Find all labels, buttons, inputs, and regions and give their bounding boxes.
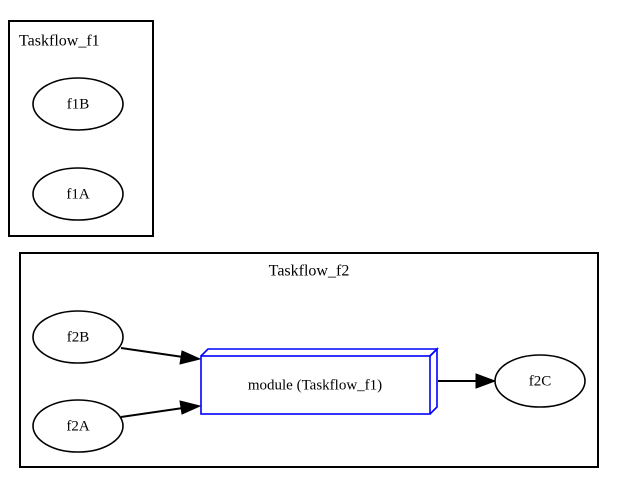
node-f2A-label: f2A <box>66 418 89 434</box>
node-f1A-label: f1A <box>66 186 89 202</box>
node-module-taskflow-f1[interactable]: module (Taskflow_f1) <box>200 347 439 415</box>
node-f2B-label: f2B <box>67 329 90 345</box>
node-f2B[interactable]: f2B <box>32 310 124 364</box>
edge-f2B-to-module-line <box>120 347 184 358</box>
cluster-taskflow-f2-border <box>19 252 599 468</box>
edge-f2A-to-module-line <box>120 407 184 418</box>
node-f1B-shape[interactable] <box>32 77 124 131</box>
node-f2A-shape[interactable] <box>32 399 124 453</box>
node-f2C-label: f2C <box>529 373 552 389</box>
edge-f2B-to-module-arrowhead <box>179 350 202 365</box>
cluster-taskflow-f2-label: Taskflow_f2 <box>269 263 350 280</box>
edge-f2A-to-module <box>120 400 202 418</box>
node-f1A[interactable]: f1A <box>32 167 124 221</box>
node-f2A[interactable]: f2A <box>32 399 124 453</box>
node-f1B-label: f1B <box>67 96 90 112</box>
node-module-label: module (Taskflow_f1) <box>248 377 382 393</box>
cluster-taskflow-f1-border <box>8 20 154 237</box>
node-module-front-face[interactable] <box>200 355 431 415</box>
cluster-taskflow-f2: Taskflow_f2 f2B f2A <box>19 252 599 468</box>
edge-f2A-to-module-arrowhead <box>179 400 202 415</box>
node-f1A-shape[interactable] <box>32 167 124 221</box>
node-f2B-shape[interactable] <box>32 310 124 364</box>
node-f2C[interactable]: f2C <box>494 354 586 408</box>
node-f1B[interactable]: f1B <box>32 77 124 131</box>
edge-module-to-f2C <box>438 373 497 389</box>
edge-f2B-to-module <box>120 347 202 365</box>
node-module-right-face <box>429 347 438 415</box>
node-module-top-face <box>200 348 439 357</box>
node-f2C-shape[interactable] <box>494 354 586 408</box>
edge-module-to-f2C-arrowhead <box>475 373 497 389</box>
cluster-taskflow-f1: Taskflow_f1 f1B f1A <box>8 20 154 237</box>
cluster-taskflow-f1-label: Taskflow_f1 <box>19 33 100 50</box>
